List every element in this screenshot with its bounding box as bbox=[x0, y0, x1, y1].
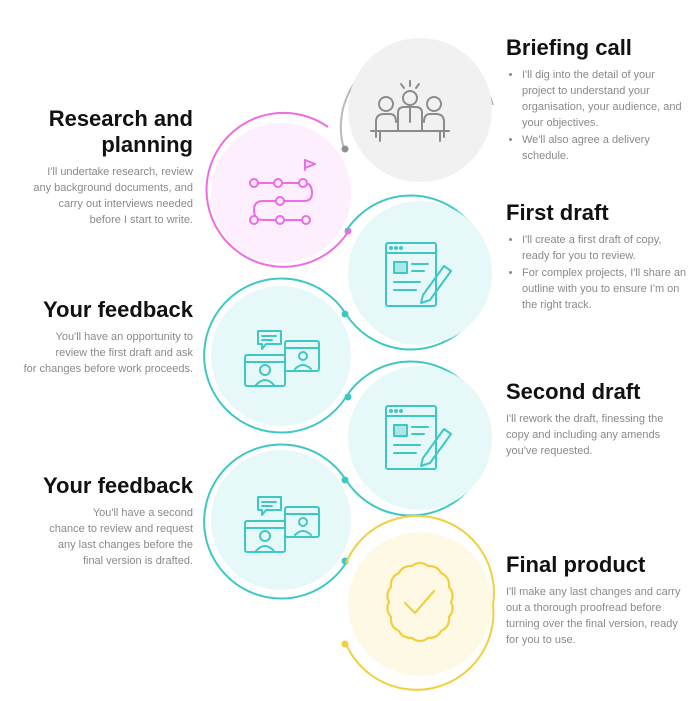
text-line: You'll have a second bbox=[92, 507, 193, 519]
step-5-text: Second draft I'll rework the draft, fine… bbox=[506, 379, 688, 459]
step-1-title: Briefing call bbox=[506, 35, 632, 60]
text-line: You'll have an opportunity to bbox=[55, 331, 193, 343]
step-2-arc bbox=[205, 111, 349, 268]
step-7-dot bbox=[341, 640, 349, 648]
step-3-disc bbox=[348, 201, 492, 345]
step-3-first-draft-node bbox=[341, 194, 492, 351]
step-3-bullet: I'll create a first draft of copy, ready… bbox=[522, 232, 688, 264]
step-6-feedback-node bbox=[203, 443, 351, 600]
step-6-arc bbox=[203, 443, 347, 600]
step-4-title: Your feedback bbox=[43, 297, 193, 322]
meeting-people-icon bbox=[370, 80, 450, 142]
step-5-title: Second draft bbox=[506, 379, 641, 404]
step-1-briefing-node bbox=[339, 38, 494, 182]
text-line: any background documents, and bbox=[33, 182, 193, 194]
step-6-title: Your feedback bbox=[43, 473, 193, 498]
step-5-second-draft-node bbox=[341, 360, 492, 517]
step-7-text: Final product I'll make any last changes… bbox=[506, 552, 688, 648]
step-1-dot bbox=[341, 145, 349, 153]
step-7-description: I'll make any last changes and carry out… bbox=[506, 586, 681, 646]
document-edit-icon bbox=[385, 242, 452, 307]
text-line: chance to review and request bbox=[49, 523, 193, 535]
step-7-arc bbox=[345, 514, 495, 691]
step-1-bullet: I'll dig into the detail of your project… bbox=[522, 67, 688, 131]
text-line: for changes before work proceeds. bbox=[23, 363, 193, 375]
text-line: carry out interviews needed bbox=[58, 198, 193, 210]
step-4-text: Your feedback You'll have an opportunity… bbox=[1, 297, 193, 377]
step-4-arc bbox=[203, 277, 347, 434]
text-line: before I start to write. bbox=[89, 214, 193, 226]
step-2-description: I'll undertake research, review any backg… bbox=[1, 164, 193, 228]
step-6-text: Your feedback You'll have a second chance… bbox=[1, 473, 193, 569]
step-1-text: Briefing call I'll dig into the detail o… bbox=[506, 35, 688, 165]
video-feedback-icon bbox=[244, 496, 320, 553]
video-feedback-icon bbox=[244, 330, 320, 387]
step-7-disc bbox=[348, 532, 492, 676]
step-6-description: You'll have a second chance to review and… bbox=[1, 505, 193, 569]
step-5-description: I'll rework the draft, finessing the cop… bbox=[506, 413, 664, 457]
step-3-text: First draft I'll create a first draft of… bbox=[506, 200, 688, 314]
step-5-disc bbox=[348, 366, 492, 510]
step-4-feedback-node bbox=[203, 277, 352, 434]
badge-check-icon bbox=[386, 561, 454, 643]
step-1-bullet: We'll also agree a delivery schedule. bbox=[522, 132, 688, 164]
step-1-disc bbox=[348, 38, 492, 182]
step-3-bullet: For complex projects, I'll share an outl… bbox=[522, 265, 688, 313]
step-7-title: Final product bbox=[506, 552, 646, 577]
step-2-research-node bbox=[205, 111, 352, 268]
step-7-final-node bbox=[341, 514, 495, 691]
text-line: I'll undertake research, review bbox=[47, 166, 193, 178]
step-3-title: First draft bbox=[506, 200, 609, 225]
text-line: final version is drafted. bbox=[82, 555, 193, 567]
step-1-bullets: I'll dig into the detail of your project… bbox=[506, 67, 688, 164]
step-4-description: You'll have an opportunity to review the … bbox=[1, 329, 193, 377]
roadmap-flag-icon bbox=[249, 159, 316, 225]
text-line: any last changes before the bbox=[57, 539, 193, 551]
step-3-bullets: I'll create a first draft of copy, ready… bbox=[506, 232, 688, 313]
text-line: review the first draft and ask bbox=[55, 347, 193, 359]
step-2-title-line: Research and bbox=[48, 106, 193, 131]
step-2-disc bbox=[211, 123, 351, 263]
document-edit-icon bbox=[385, 405, 452, 470]
step-2-title-line: planning bbox=[101, 132, 193, 157]
